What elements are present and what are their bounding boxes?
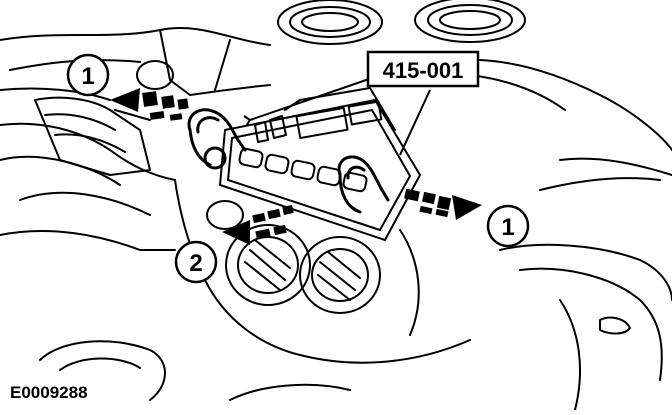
radio-unit bbox=[219, 87, 421, 241]
callout-1-right-number: 1 bbox=[501, 214, 514, 241]
lower-air-vents bbox=[206, 200, 420, 336]
lower-console bbox=[39, 243, 672, 411]
dashboard-outline bbox=[0, 26, 672, 364]
figure-id: E0009288 bbox=[10, 383, 88, 402]
callout-1-left: 1 bbox=[66, 53, 110, 97]
arrow-pull-left bbox=[110, 88, 189, 121]
callout-2-number: 2 bbox=[189, 250, 202, 277]
radio-removal-tools bbox=[187, 108, 390, 214]
callout-1-left-number: 1 bbox=[81, 63, 94, 90]
tool-leader-lines bbox=[243, 77, 431, 156]
tool-number-label: 415-001 bbox=[383, 58, 464, 83]
callout-2: 2 bbox=[174, 240, 218, 284]
left-console bbox=[34, 60, 174, 176]
removal-arrows bbox=[110, 88, 482, 245]
arrow-withdraw bbox=[222, 205, 294, 245]
callout-1-right: 1 bbox=[486, 204, 530, 248]
upper-air-vents bbox=[277, 0, 526, 45]
arrow-pull-right bbox=[404, 188, 482, 220]
tool-label-box: 415-001 bbox=[366, 50, 480, 88]
